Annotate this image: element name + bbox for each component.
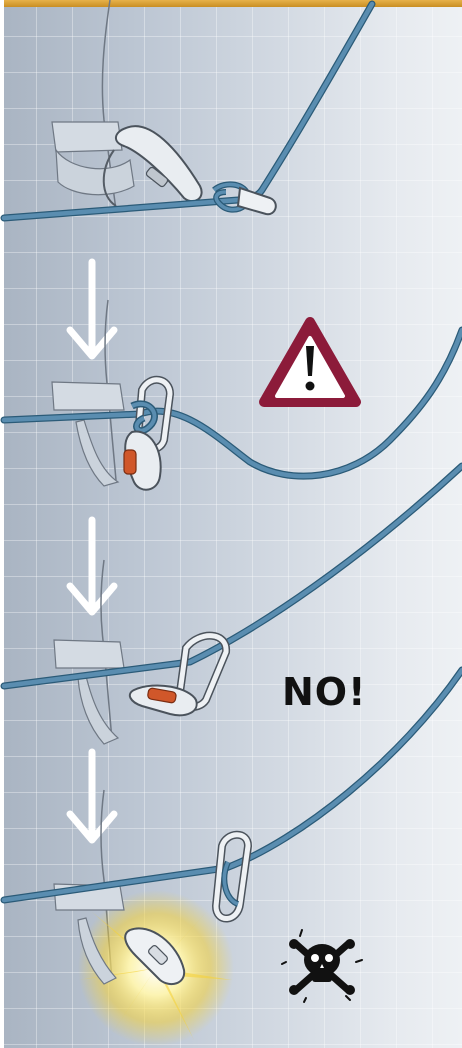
- down-arrow-icon: [70, 752, 114, 840]
- harness-leg-loop-1: [56, 150, 134, 195]
- harness-leg-loop-3: [78, 676, 118, 744]
- harness-belay-loop-1: [52, 122, 122, 152]
- down-arrow-icon: [70, 520, 114, 612]
- skull-crossbones-icon: [282, 930, 362, 1002]
- harness-belay-loop-3: [54, 640, 124, 668]
- warning-label: NO!: [282, 670, 366, 714]
- harness-belay-loop-2: [52, 382, 124, 410]
- warning-triangle-icon: [264, 322, 356, 402]
- panel-1: [4, 0, 372, 218]
- panel-4: [4, 670, 462, 1046]
- panel-3: [4, 466, 462, 744]
- screw-gate-locked-2: [124, 450, 136, 474]
